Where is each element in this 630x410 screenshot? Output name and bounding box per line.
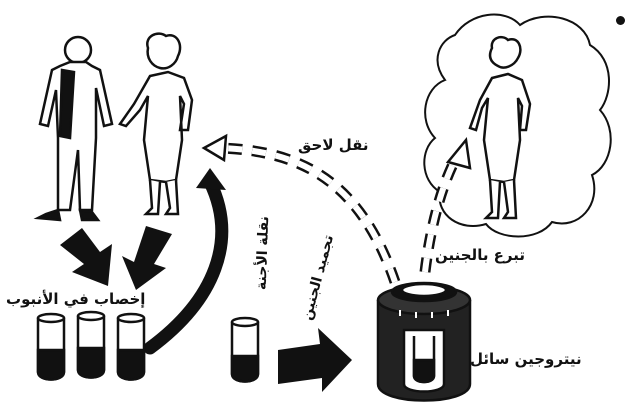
donor-woman-figure: [470, 37, 530, 218]
arrow-embryo-transfer: [150, 168, 226, 348]
freezing-tube: [232, 318, 258, 382]
ivf-tubes: [38, 312, 144, 380]
arrow-to-nitrogen: [278, 328, 352, 392]
woman-figure: [120, 34, 192, 214]
nitrogen-tank: [378, 283, 470, 401]
tube-3: [118, 314, 144, 380]
arrow-later-transfer: [204, 136, 395, 282]
arrow-woman-to-tubes: [122, 226, 172, 290]
tube-1: [38, 314, 64, 380]
label-embryo-transfer: نقلة الأجنة: [255, 216, 272, 290]
arrow-man-to-tubes: [60, 228, 112, 286]
label-ivf: إخصاب في الأنبوب: [6, 292, 145, 307]
tube-2: [78, 312, 104, 378]
label-liquid-nitrogen: نيتروجين سائل: [470, 352, 582, 367]
label-later-transfer: نقل لاحق: [298, 138, 369, 153]
man-figure: [38, 37, 112, 220]
bullet-dot: [616, 16, 625, 25]
label-embryo-donation: تبرع بالجنين: [435, 248, 525, 263]
